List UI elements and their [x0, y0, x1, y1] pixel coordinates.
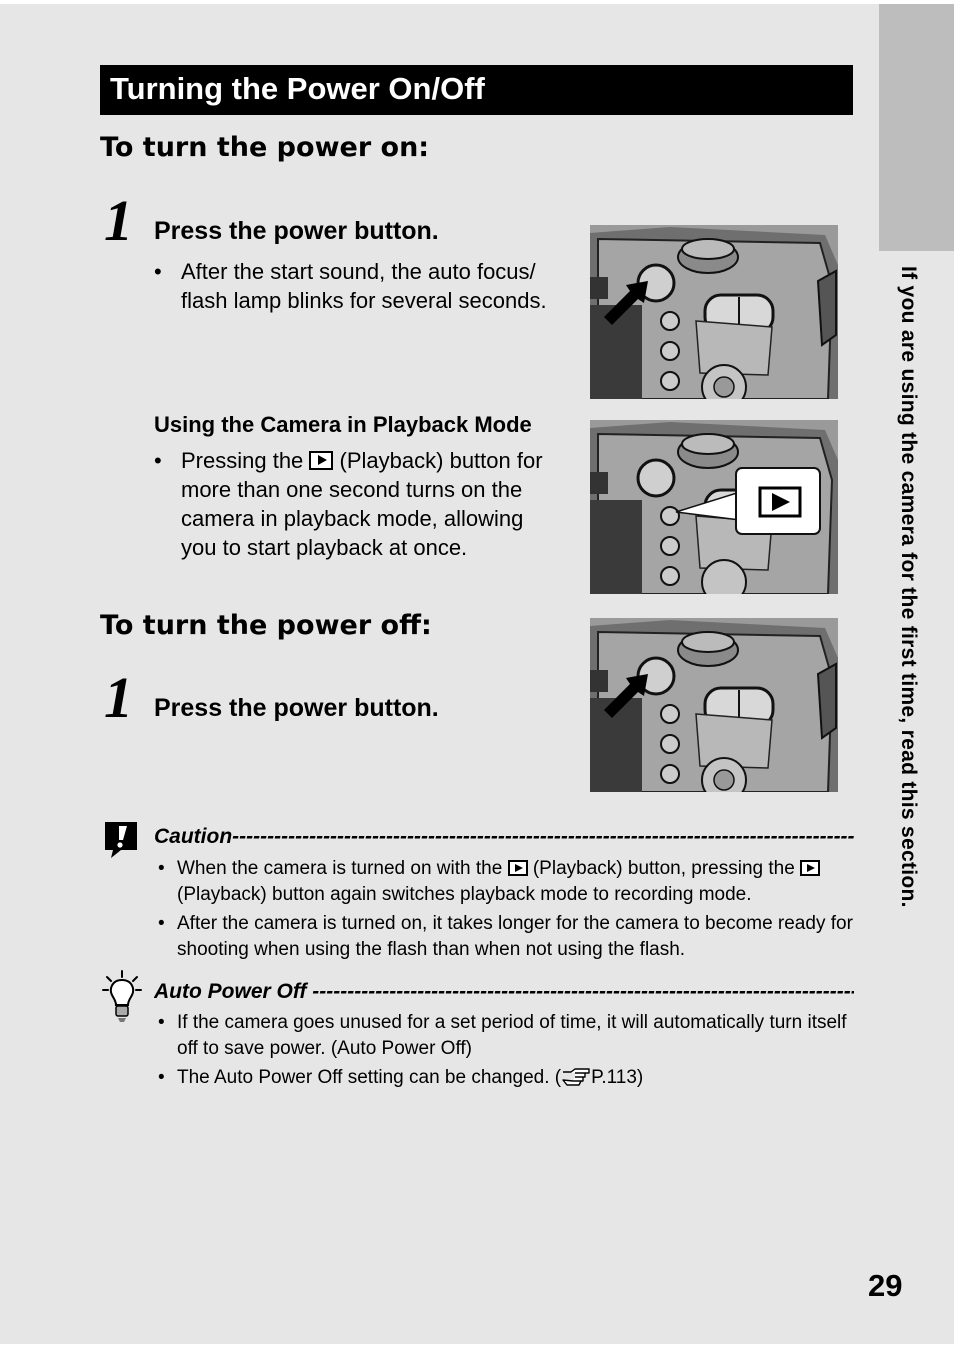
step-instruction: Press the power button.	[154, 694, 439, 722]
pointing-hand-icon	[562, 1068, 590, 1086]
camera-power-off-photo	[590, 618, 838, 792]
auto-power-off-item: The Auto Power Off setting can be change…	[158, 1065, 854, 1091]
caution-label: Caution	[154, 825, 233, 848]
auto-power-off-heading: Auto Power Off -------------------------…	[154, 980, 854, 1004]
side-tab-text: If you are using the camera for the firs…	[897, 266, 920, 908]
power-on-heading: To turn the power on:	[100, 132, 430, 163]
playback-notes: Pressing the (Playback) button for more …	[154, 446, 564, 562]
side-tab	[879, 4, 954, 251]
playback-icon	[309, 451, 334, 470]
auto-power-off-list: If the camera goes unused for a set peri…	[158, 1010, 854, 1094]
item-text: (Playback) button again switches playbac…	[177, 884, 752, 905]
divider-dashes: ----------------------------------------…	[312, 980, 854, 1003]
camera-playback-button-photo	[590, 420, 838, 594]
playback-icon	[800, 860, 821, 876]
item-text: The Auto Power Off setting can be change…	[177, 1067, 562, 1088]
caution-heading: Caution---------------------------------…	[154, 825, 854, 849]
auto-power-off-label: Auto Power Off	[154, 980, 307, 1003]
playback-icon	[507, 860, 528, 876]
playback-subheading: Using the Camera in Playback Mode	[154, 412, 532, 437]
page-reference[interactable]: P.113)	[591, 1067, 644, 1088]
power-off-heading: To turn the power off:	[100, 610, 432, 641]
caution-item: After the camera is turned on, it takes …	[158, 911, 854, 963]
step-number: 1	[104, 665, 133, 730]
bullet-text: (Playback) button for more than one seco…	[181, 448, 543, 560]
step-instruction: Press the power button.	[154, 217, 439, 245]
camera-power-button-photo	[590, 225, 838, 399]
bullet-text: Pressing the	[181, 448, 304, 473]
divider-dashes: ----------------------------------------…	[232, 825, 854, 848]
bullet-item: After the start sound, the auto focus/ f…	[154, 257, 574, 315]
power-on-notes: After the start sound, the auto focus/ f…	[154, 257, 574, 315]
step-number: 1	[104, 188, 133, 253]
lightbulb-icon	[102, 970, 142, 1029]
caution-list: When the camera is turned on with the (P…	[158, 856, 854, 966]
caution-icon	[101, 820, 141, 865]
bullet-item: Pressing the (Playback) button for more …	[154, 446, 564, 562]
caution-item: When the camera is turned on with the (P…	[158, 856, 854, 908]
item-text: When the camera is turned on with the	[177, 858, 503, 879]
item-text: (Playback) button, pressing the	[532, 858, 795, 879]
auto-power-off-item: If the camera goes unused for a set peri…	[158, 1010, 854, 1062]
page-number: 29	[868, 1268, 903, 1303]
section-title: Turning the Power On/Off	[100, 65, 853, 115]
